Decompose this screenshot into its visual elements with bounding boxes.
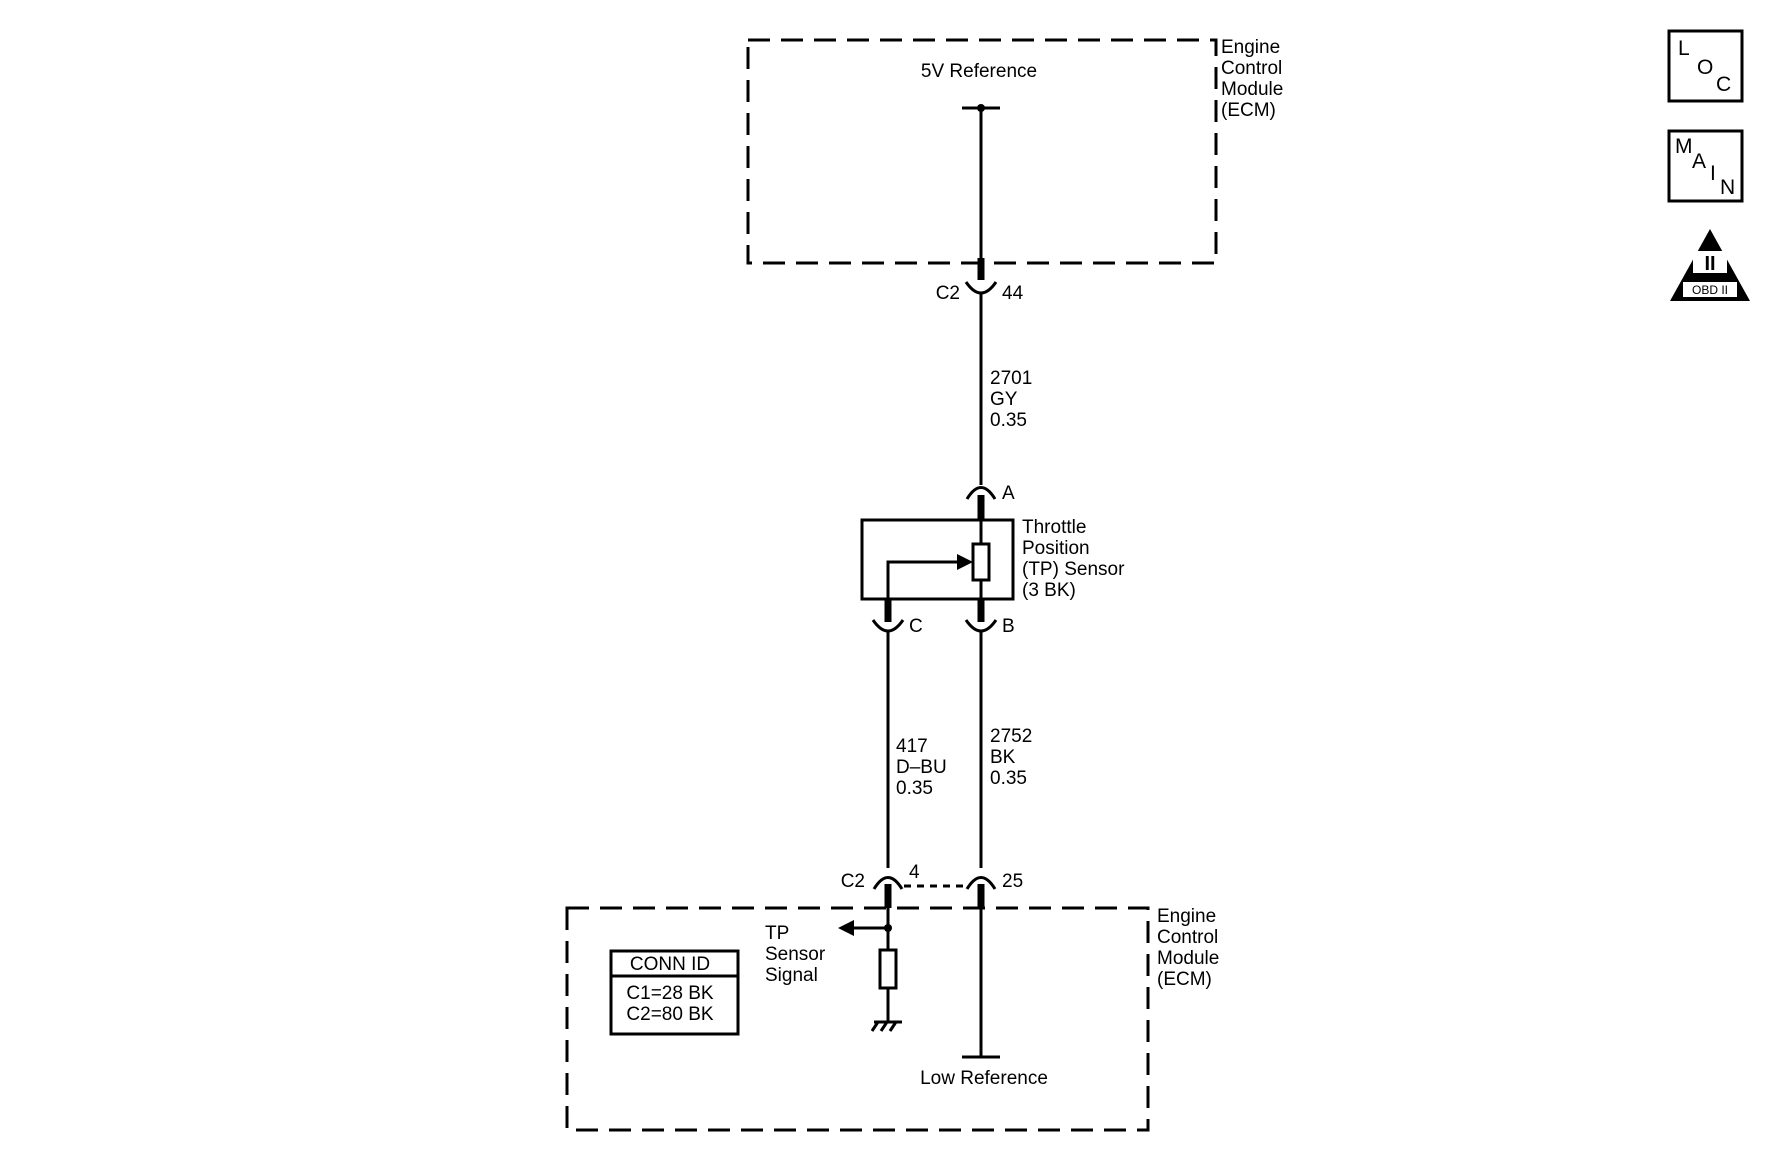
wire-2701-gauge: 0.35 [990,410,1027,431]
tp-sensor-wiper-arrow [957,554,973,570]
conn-id-border [609,949,740,1036]
wire-2701-label: 2701 GY 0.35 [990,368,1032,431]
tp-signal-arrow [838,920,854,936]
ecm-top-title-3: Module [1221,79,1283,100]
obd-ii-numeral-box [1693,251,1727,273]
wire-417-color: D–BU [896,757,947,778]
ecm-top-title-2: Control [1221,58,1282,79]
tp-sensor-title-2: Position [1022,538,1090,559]
loc-icon-frame[interactable] [1667,29,1744,103]
conn-id-header: CONN ID [630,954,710,975]
ecm-bottom-title-4: (ECM) [1157,969,1212,990]
ecm-top-title-4: (ECM) [1221,100,1276,121]
tp-sensor: Throttle Position (TP) Sensor (3 BK) [860,517,1125,602]
conn-id-table: CONN ID C1=28 BK C2=80 BK [609,949,740,1036]
ground-icon [870,1020,902,1032]
main-icon-letter-a: A [1692,150,1706,173]
obd-ii-numeral: II [1704,253,1715,275]
ecm-top-title-1: Engine [1221,37,1280,58]
ecm-bottom-title-3: Module [1157,948,1219,969]
connector-c2-44-name: C2 [936,283,960,304]
wire-417-label: 417 D–BU 0.35 [896,736,947,799]
ecm-top-module: Engine Control Module (ECM) 5V Reference [746,37,1283,265]
wire-2752-color: BK [990,747,1016,768]
tp-sensor-pin-a-symbol [965,486,997,500]
tp-sensor-body [860,518,1015,601]
tp-sensor-wiper [886,560,962,602]
loc-icon[interactable]: L O C [1667,29,1744,103]
ecm-bottom-module: Engine Control Module (ECM) TP Sensor Si… [565,906,1219,1132]
connector-c2-pin-4-symbol [872,876,904,890]
tp-sensor-pin-c: C [909,616,923,637]
connector-c2-44-pin: 44 [1002,283,1024,304]
tp-signal-label-2: Sensor [765,944,826,965]
connector-c2-bottom-name: C2 [841,871,865,892]
obd-ii-label: OBD II [1692,283,1728,297]
wire-417-gauge: 0.35 [896,778,933,799]
wire-417-circuit: 417 [896,736,928,757]
ecm-bottom-boundary [565,906,1150,1132]
connector-c2-pin-4: 4 [909,862,920,883]
main-icon-letter-m: M [1675,135,1693,158]
wire-2752-circuit: 2752 [990,726,1032,747]
main-icon-frame[interactable] [1667,129,1744,203]
pull-down-resistor [878,948,898,990]
wire-2701-circuit: 2701 [990,368,1032,389]
conn-id-row-c1: C1=28 BK [626,983,713,1004]
connector-c2-bottom: C2 4 25 [841,862,1023,892]
loc-icon-letter-o: O [1697,56,1713,79]
loc-icon-letter-l: L [1678,37,1690,60]
wire-2752-label: 2752 BK 0.35 [990,726,1032,789]
tp-sensor-potentiometer [971,542,991,582]
tp-sensor-title-3: (TP) Sensor [1022,559,1125,580]
obd-ii-icon[interactable]: II OBD II [1670,229,1750,301]
connector-c2-44-symbol [964,281,998,295]
ecm-bottom-title-1: Engine [1157,906,1216,927]
ecm-bottom-title-2: Control [1157,927,1218,948]
main-icon[interactable]: M A I N [1667,129,1744,203]
low-reference-label: Low Reference [920,1068,1048,1089]
tp-signal-label-1: TP [765,923,789,944]
tp-sensor-title-1: Throttle [1022,517,1086,538]
conn-id-row-c2: C2=80 BK [626,1004,713,1025]
tp-sensor-pin-b: B [1002,616,1015,637]
connector-c2-pin-25: 25 [1002,871,1023,892]
tp-sensor-title-4: (3 BK) [1022,580,1076,601]
wire-2752-gauge: 0.35 [990,768,1027,789]
obd-ii-label-box [1683,282,1737,297]
main-icon-letter-n: N [1720,176,1735,199]
wire-2701-color: GY [990,389,1018,410]
tp-sensor-pin-a: A [1002,483,1015,504]
main-icon-letter-i: I [1710,162,1716,185]
five-volt-reference-label: 5V Reference [921,61,1037,82]
loc-icon-letter-c: C [1716,73,1731,96]
connector-c2-pin-25-symbol [965,876,997,890]
tp-signal-label-3: Signal [765,965,818,986]
